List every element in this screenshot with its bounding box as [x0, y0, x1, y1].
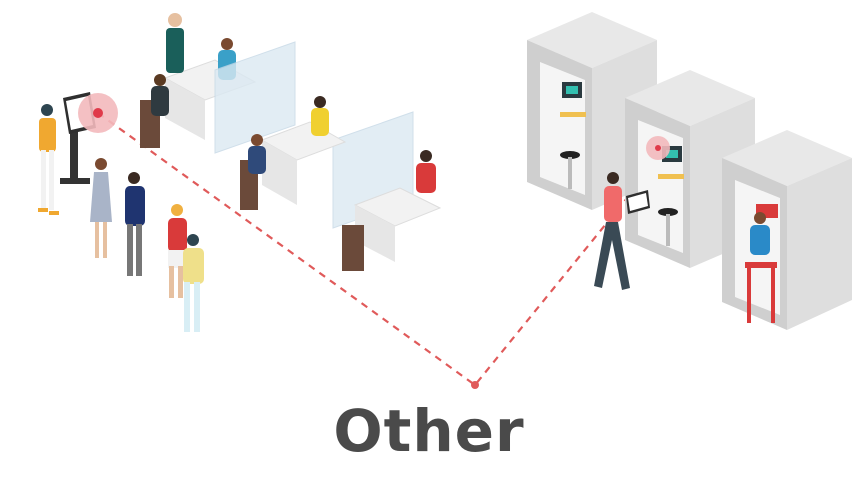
location-pin-icon	[646, 136, 670, 160]
person-figure	[168, 204, 187, 298]
work-booth-icon	[722, 130, 852, 330]
person-figure	[125, 172, 145, 276]
restaurant-table-icon	[342, 150, 442, 271]
path-junction-dot	[471, 381, 479, 389]
location-pin-icon	[78, 93, 118, 133]
person-figure	[594, 172, 630, 290]
restaurant-table-icon	[240, 96, 347, 210]
caption-title: Other	[333, 397, 525, 465]
person-figure	[38, 104, 59, 215]
person-queue	[38, 104, 204, 332]
person-figure	[183, 234, 204, 332]
laptop-icon	[626, 190, 650, 214]
person-figure	[90, 158, 112, 258]
